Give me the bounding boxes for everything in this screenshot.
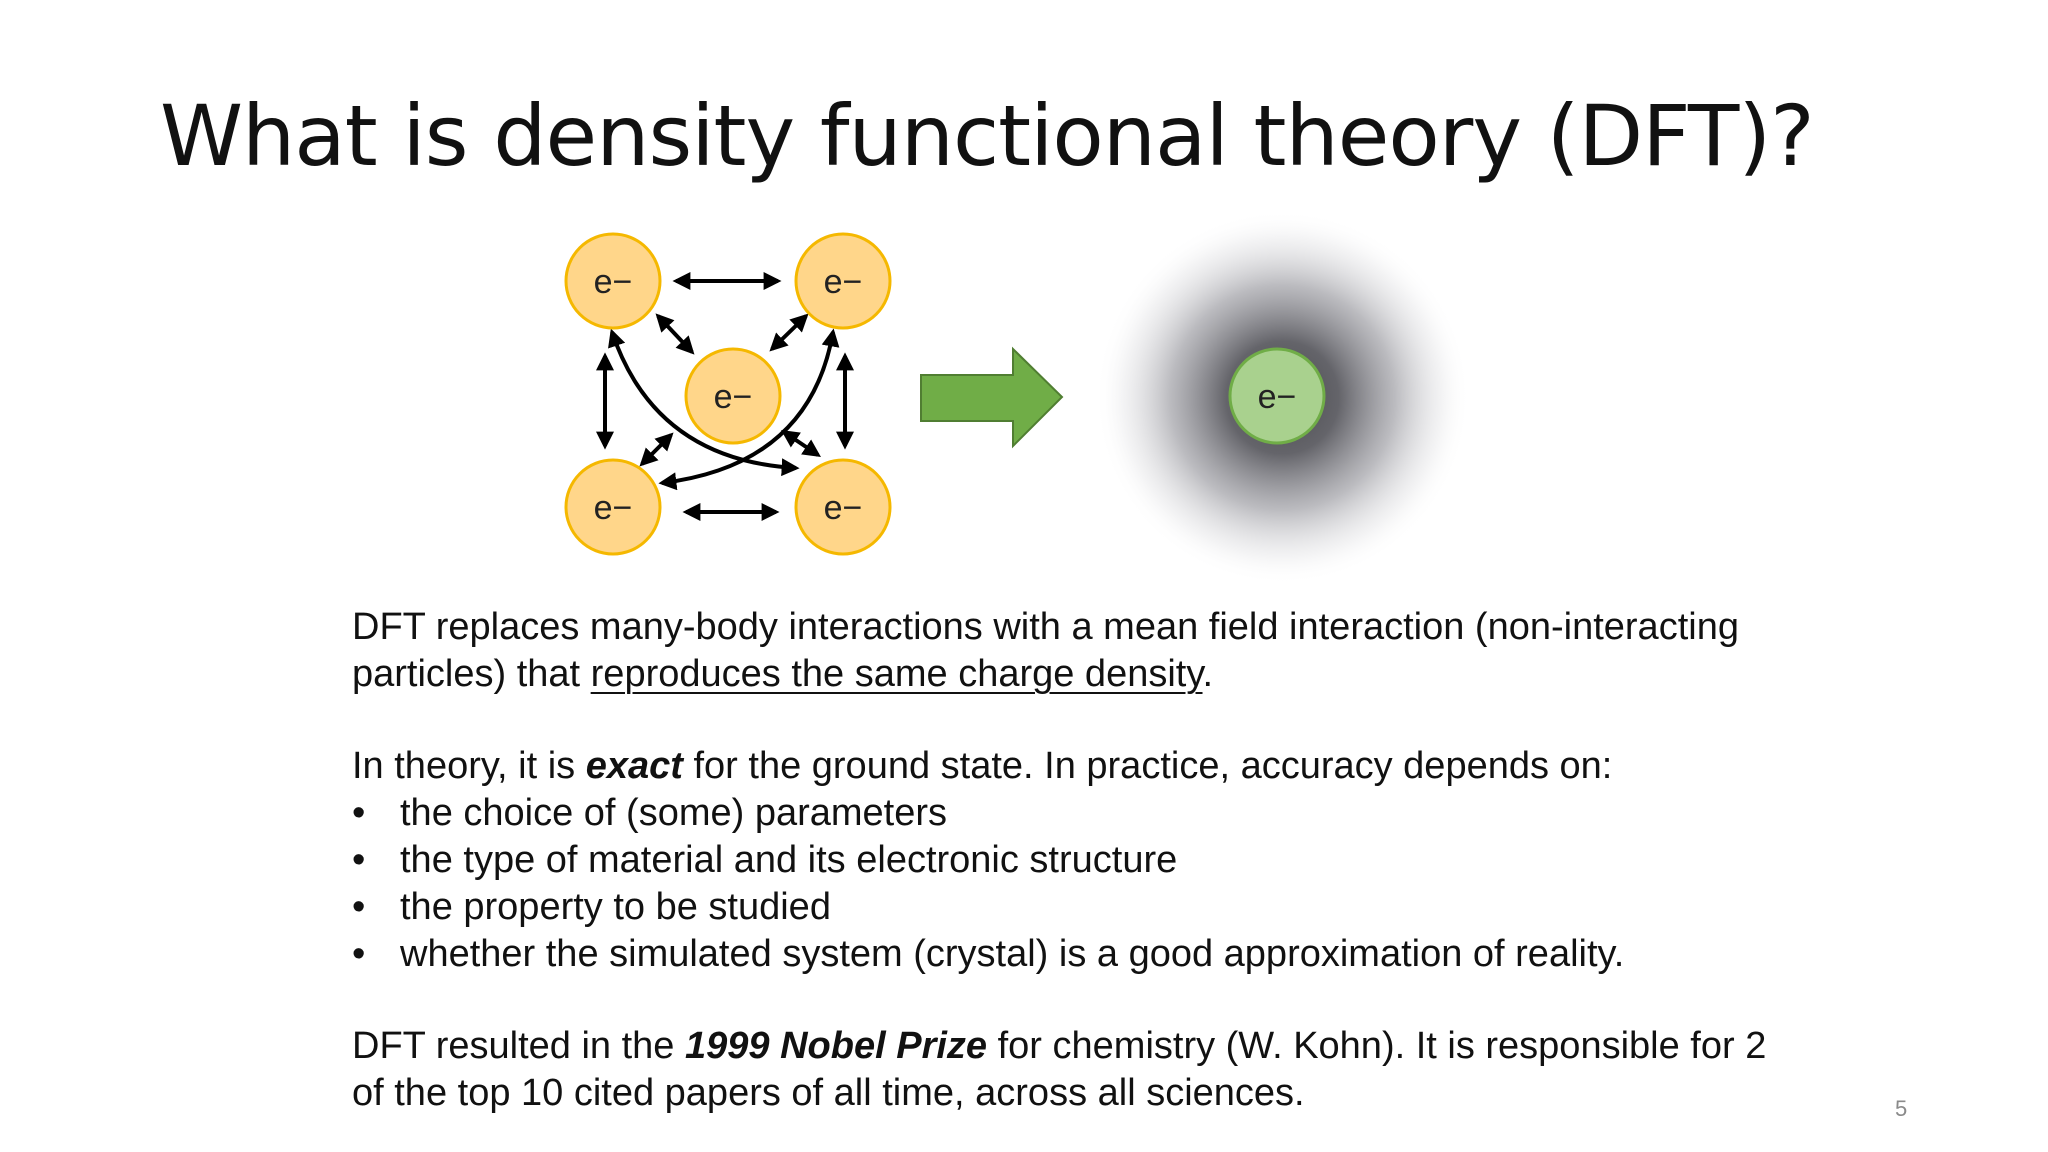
interaction-arrow-br-center (781, 429, 821, 458)
p1-text: DFT replaces many-body interactions with… (352, 606, 1739, 695)
electron-center: e− (684, 347, 782, 445)
slide-body: DFT replaces many-body interactions with… (352, 604, 1772, 1117)
emphasis-nobel: 1999 Nobel Prize (685, 1025, 988, 1067)
emphasis-exact: exact (585, 745, 683, 787)
interaction-arrow-tl-center (655, 313, 695, 355)
electron-tr: e− (794, 232, 892, 330)
paragraph-accuracy: In theory, it is exact for the ground st… (352, 743, 1772, 790)
electron-label: e− (1258, 378, 1297, 416)
p1-end: . (1202, 653, 1214, 695)
electron-label: e− (824, 489, 863, 527)
p3-text: DFT resulted in the (352, 1025, 686, 1067)
interaction-arrow-bl-center (639, 432, 674, 467)
list-item: •the type of material and its electronic… (352, 839, 1178, 881)
list-item: •the property to be studied (352, 886, 831, 928)
electron-tl: e− (564, 232, 662, 330)
paragraph-nobel: DFT resulted in the 1999 Nobel Prize for… (352, 1023, 1772, 1117)
electron-label: e− (594, 263, 633, 301)
electron-label: e− (714, 378, 753, 416)
p2-text: In theory, it is (352, 745, 586, 787)
electron-br: e− (794, 458, 892, 556)
p2-end: for the ground state. In practice, accur… (682, 745, 1613, 787)
paragraph-mean-field: DFT replaces many-body interactions with… (352, 604, 1772, 698)
list-item: •the choice of (some) parameters (352, 792, 948, 834)
interaction-curve-tr-bl (658, 328, 840, 491)
accuracy-factors-list: •the choice of (some) parameters •the ty… (352, 790, 1772, 978)
electron-bl: e− (564, 458, 662, 556)
interaction-arrow-tr-center (769, 313, 809, 352)
p3-end: for chemistry (W. Kohn). It is responsib… (352, 1025, 1767, 1114)
electron-label: e− (594, 489, 633, 527)
electron-mean-field: e− (1228, 347, 1326, 445)
page-number: 5 (1895, 1096, 1908, 1121)
list-item: •whether the simulated system (crystal) … (352, 933, 1625, 975)
slide-title: What is density functional theory (DFT)? (160, 87, 1815, 185)
underlined-phrase: reproduces the same charge density (590, 653, 1203, 695)
transform-arrow (920, 346, 1064, 449)
electron-label: e− (824, 263, 863, 301)
interaction-arrows (596, 272, 854, 521)
